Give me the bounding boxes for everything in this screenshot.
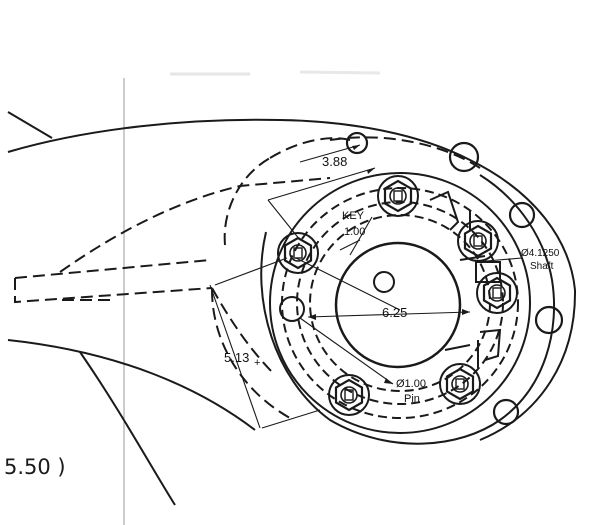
key-pin-hole (373, 271, 395, 293)
hub-flange-ring (269, 172, 531, 434)
pitch-dimension-label: 5.13 (224, 350, 249, 365)
keyway-detail (429, 190, 502, 368)
scan-artifact (299, 70, 381, 75)
hex-bolts (277, 175, 518, 416)
bore-dimension-label: 6.25 (382, 305, 407, 320)
pin-label: Pin (404, 393, 420, 405)
hex-bolt (277, 232, 319, 274)
arm-outer-edge-top (7, 118, 576, 291)
pitch-plus-mark: + (254, 357, 260, 369)
dimension-arrowheads (308, 145, 470, 384)
hex-bolt (377, 175, 419, 217)
hex-bolt (476, 272, 518, 314)
hex-bolt (328, 374, 370, 416)
arm-lower-sweep (79, 351, 176, 506)
hub-right-edge (479, 289, 577, 441)
keyway-block (475, 261, 501, 283)
key-width-label: 1.00 (344, 226, 365, 238)
pin-hole (279, 296, 305, 322)
shaft-bore (334, 241, 462, 369)
hex-bolt (439, 363, 481, 405)
dimension-3-88: 3.88 (322, 154, 347, 169)
dimension-lines (209, 144, 523, 429)
dimension-fragment: 5.50 ) (4, 455, 66, 479)
shaft-label: Shaft (530, 261, 554, 272)
key-label: KEY (342, 210, 365, 222)
outer-bolt-holes (345, 131, 564, 426)
shaft-diameter-label: Ø4.1250 (521, 248, 560, 259)
pin-diameter-label: Ø1.00 (396, 378, 426, 390)
arm-outer-edge-bottom (7, 339, 256, 431)
hub-outer-arc (260, 174, 556, 445)
dashed-ghost-arm (14, 136, 481, 419)
arm-upper-left-edge (7, 111, 53, 139)
